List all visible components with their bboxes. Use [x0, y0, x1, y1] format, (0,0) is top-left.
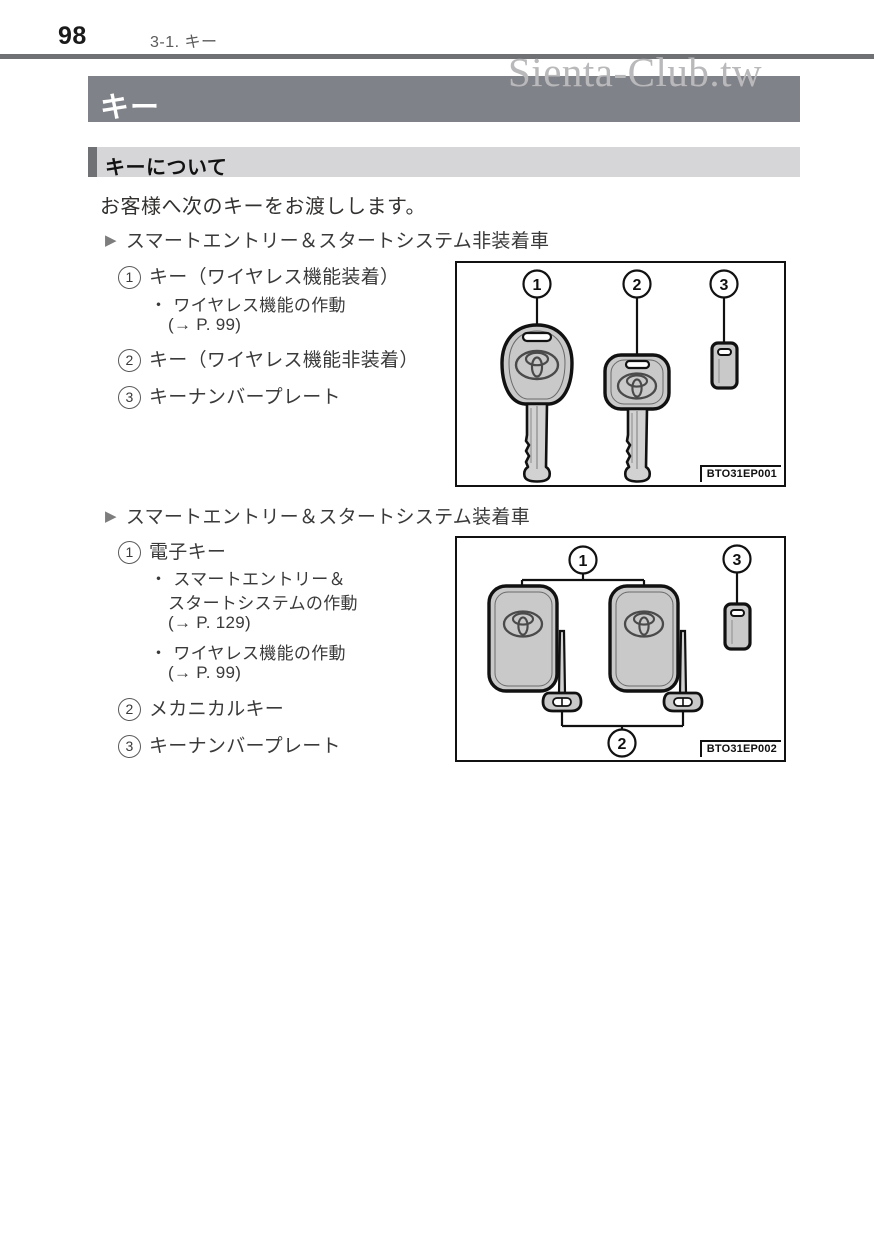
dot-bullet-icon: ・ — [150, 570, 168, 589]
list-item-label: キー（ワイヤレス機能非装着） — [149, 350, 419, 371]
list-item-label: メカニカルキー — [149, 699, 285, 720]
circled-number: 1 — [118, 541, 141, 564]
chapter-title-bar: キー — [88, 76, 800, 124]
group-heading-2-label: スマートエントリー＆スタートシステム装着車 — [125, 507, 531, 528]
svg-text:1: 1 — [579, 553, 588, 570]
group-heading-1: ▶ スマートエントリー＆スタートシステム非装着車 — [105, 226, 549, 253]
dot-bullet-icon: ・ — [150, 644, 168, 663]
sub-item-1-1: ・ワイヤレス機能の作動 — [150, 291, 346, 316]
page-title: キー — [100, 92, 161, 124]
list-item-1-2: 2 キー（ワイヤレス機能非装着） — [118, 345, 419, 372]
list-item-2-1: 1 電子キー — [118, 537, 226, 564]
dot-bullet-icon: ・ — [150, 296, 168, 315]
svg-text:2: 2 — [633, 277, 642, 294]
breadcrumb: 3-1. キー — [150, 34, 218, 51]
sub-item-2-5: (→ P. 99) — [168, 663, 242, 682]
circled-number: 3 — [118, 386, 141, 409]
sub-item-2-2: スタートシステムの作動 — [168, 594, 358, 613]
figure-1-illustration: 1 2 3 — [500, 269, 739, 483]
subsection-bar: キーについて — [88, 147, 800, 179]
svg-text:2: 2 — [618, 736, 627, 753]
list-item-1-3: 3 キーナンバープレート — [118, 382, 341, 409]
group-heading-2: ▶ スマートエントリー＆スタートシステム装着車 — [105, 502, 530, 529]
sub-item-label: スマートエントリー＆ — [173, 570, 346, 589]
circled-number: 2 — [118, 349, 141, 372]
svg-text:3: 3 — [733, 552, 742, 569]
figure-2-illustration: 1 3 — [487, 544, 752, 758]
subsection-title: キーについて — [105, 157, 228, 179]
svg-text:3: 3 — [720, 277, 729, 294]
sub-item-2-3: (→ P. 129) — [168, 613, 252, 632]
figure-code: BTO31EP001 — [699, 465, 781, 482]
header-rule — [0, 54, 874, 59]
triangle-bullet-icon: ▶ — [105, 508, 117, 525]
sub-item-2-4: ・ワイヤレス機能の作動 — [150, 639, 346, 664]
figure-code: BTO31EP002 — [699, 740, 781, 757]
list-item-2-2: 2 メカニカルキー — [118, 694, 284, 721]
sub-item-1-2: (→ P. 99) — [168, 315, 242, 334]
list-item-label: キーナンバープレート — [149, 387, 341, 408]
triangle-bullet-icon: ▶ — [105, 232, 117, 249]
page-number: 98 — [58, 22, 87, 50]
page-header: 98 3-1. キー — [0, 0, 874, 59]
list-item-label: キーナンバープレート — [149, 736, 341, 757]
circled-number: 1 — [118, 266, 141, 289]
sub-item-label: ワイヤレス機能の作動 — [173, 296, 346, 315]
svg-text:1: 1 — [533, 277, 542, 294]
list-item-1-1: 1 キー（ワイヤレス機能装着） — [118, 262, 399, 289]
subsection-marker — [88, 147, 97, 177]
list-item-label: 電子キー — [149, 542, 227, 563]
group-heading-1-label: スマートエントリー＆スタートシステム非装着車 — [125, 231, 550, 252]
list-item-2-3: 3 キーナンバープレート — [118, 731, 341, 758]
figure-keys-with-smart-entry: 1 3 — [455, 536, 786, 762]
sub-item-2-1: ・スマートエントリー＆ — [150, 565, 346, 590]
figure-keys-without-smart-entry: 1 2 3 — [455, 261, 786, 487]
intro-text: お客様へ次のキーをお渡しします。 — [100, 196, 426, 218]
circled-number: 2 — [118, 698, 141, 721]
list-item-label: キー（ワイヤレス機能装着） — [149, 267, 400, 288]
sub-item-label: ワイヤレス機能の作動 — [173, 644, 346, 663]
circled-number: 3 — [118, 735, 141, 758]
